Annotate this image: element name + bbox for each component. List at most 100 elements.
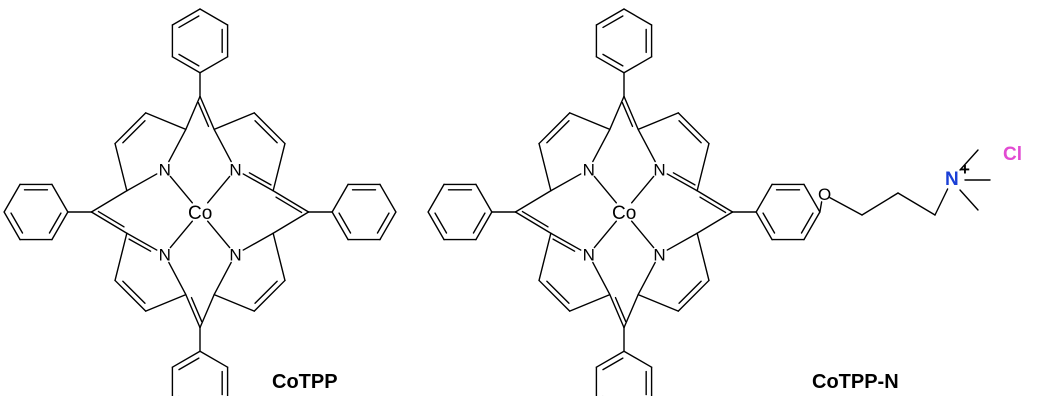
bond-line	[959, 189, 979, 211]
bond-line	[550, 232, 582, 251]
bond-line	[199, 95, 215, 131]
cotpp-caption: CoTPP	[272, 371, 338, 393]
bond-line	[178, 15, 200, 29]
bond-line	[242, 173, 274, 192]
bond-line	[959, 149, 979, 171]
bond-line	[178, 53, 200, 67]
bond-line	[472, 212, 486, 234]
bond-line	[253, 112, 286, 145]
bond-line	[569, 293, 611, 312]
bond-line	[521, 210, 549, 228]
bond-line	[168, 261, 187, 296]
cotpp-bond-lines	[3, 8, 397, 396]
bond-line	[114, 279, 147, 312]
bond-line	[762, 212, 776, 234]
bond-line	[379, 183, 397, 213]
bond-line	[197, 101, 210, 128]
bond-line	[272, 190, 310, 213]
bond-line	[3, 183, 21, 213]
bond-line	[213, 112, 255, 131]
bond-line	[538, 279, 571, 312]
bond-line	[552, 238, 576, 252]
bond-line	[538, 112, 571, 145]
bond-line	[696, 190, 734, 213]
bond-line	[51, 211, 69, 241]
cotpp-n-caption: CoTPP-N	[812, 371, 899, 393]
bond-line	[331, 183, 349, 213]
cotpp-n-nitrogen-label: N	[583, 245, 595, 264]
bond-line	[122, 120, 146, 144]
bond-line	[696, 211, 734, 234]
bond-line	[122, 280, 146, 304]
cotpp-n-nitrogen-label: N	[653, 161, 665, 180]
bond-line	[171, 56, 201, 74]
bond-line	[185, 95, 201, 131]
bond-line	[538, 232, 552, 282]
bond-line	[630, 175, 655, 204]
bond-line	[602, 53, 624, 67]
bond-line	[550, 173, 582, 192]
bond-line	[829, 197, 863, 216]
bond-line	[569, 112, 611, 131]
bond-line	[602, 15, 624, 29]
bond-line	[126, 173, 158, 192]
bond-line	[614, 296, 627, 323]
molecule-cotpp-n: Co N N N N O N + Cl CoTPP-N	[427, 8, 1022, 396]
bond-line	[514, 211, 552, 234]
bond-line	[637, 261, 656, 296]
bond-line	[254, 280, 278, 304]
bond-line	[272, 211, 310, 234]
cotpp-n-bond-lines	[427, 8, 991, 396]
bond-line	[114, 232, 128, 282]
bond-line	[213, 293, 255, 312]
bond-line	[803, 183, 821, 213]
cotpp-n-nitrogen-label: N	[583, 161, 595, 180]
bond-line	[376, 212, 390, 234]
bond-line	[213, 261, 232, 296]
bond-line	[595, 350, 625, 368]
bond-line	[427, 211, 445, 241]
bond-line	[171, 350, 201, 368]
bond-line	[678, 120, 702, 144]
bond-line	[272, 232, 286, 282]
bond-line	[623, 8, 653, 26]
cotpp-nitrogen-label: N	[159, 245, 171, 264]
bond-line	[546, 120, 570, 144]
bond-line	[696, 142, 710, 192]
cotpp-n-cobalt-label: Co	[612, 203, 636, 224]
bond-line	[114, 142, 128, 192]
bond-line	[242, 232, 274, 251]
bond-line	[623, 350, 653, 368]
bond-line	[696, 232, 710, 282]
bond-line	[609, 293, 625, 329]
bond-line	[128, 238, 152, 252]
bond-line	[190, 296, 203, 323]
bond-line	[185, 293, 201, 329]
bond-line	[206, 175, 231, 204]
bond-line	[593, 220, 618, 249]
ether-oxygen-label: O	[818, 185, 831, 204]
bond-line	[623, 56, 653, 74]
bond-line	[677, 112, 710, 145]
chloride-counterion-label: Cl	[1003, 144, 1022, 165]
bond-line	[206, 220, 231, 249]
bond-line	[254, 120, 278, 144]
cotpp-cobalt-label: Co	[188, 203, 212, 224]
bond-line	[169, 175, 194, 204]
bond-line	[475, 183, 493, 213]
bond-line	[602, 357, 624, 371]
bond-line	[637, 293, 679, 312]
bond-line	[637, 112, 679, 131]
bond-line	[338, 212, 352, 234]
bond-line	[199, 350, 229, 368]
bond-line	[678, 280, 702, 304]
bond-line	[169, 220, 194, 249]
bond-line	[672, 172, 696, 186]
bond-line	[666, 232, 698, 251]
bond-line	[819, 201, 823, 213]
bond-line	[114, 112, 147, 145]
bond-line	[609, 95, 625, 131]
bond-line	[475, 211, 493, 241]
bond-line	[897, 192, 936, 216]
